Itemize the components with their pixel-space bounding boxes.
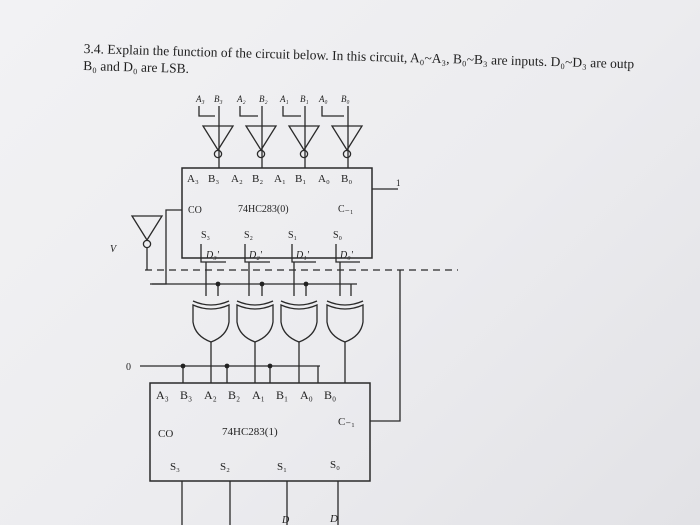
v-inverter [130, 215, 164, 242]
a-input-wires [198, 106, 344, 117]
inverter-0-bubble [342, 149, 352, 159]
d-prime-1: D₁' [295, 250, 310, 261]
top-input-a0: A₀ [318, 94, 328, 104]
adder-0-cin-label: C₋₁ [338, 204, 353, 215]
v-inverter-bubble [142, 239, 152, 249]
adder-0-carry-out-wire [152, 209, 182, 285]
adder-1-cin-label: C₋₁ [338, 416, 355, 428]
adder-1-pin-a2: A₂ [204, 388, 217, 402]
top-input-labels: A₃ B₃ A₂ B₂ A₁ B₁ A₀ B₀ [195, 94, 350, 104]
output-wires [181, 481, 339, 525]
adder-0-pin-a3: A₃ [187, 173, 199, 185]
xor-gate-3 [192, 300, 230, 343]
adder-0-sum-s0: S₀ [333, 230, 343, 241]
xor-gate-0 [326, 300, 364, 343]
d-prime-brackets [200, 244, 360, 263]
top-input-a2: A₂ [236, 94, 246, 104]
adder-1-pin-a0: A₀ [300, 388, 313, 402]
adder-1-pin-b2: B₂ [228, 388, 240, 402]
d-prime-3: D₃' [205, 250, 220, 261]
bottom-output-d0: D [329, 513, 338, 525]
adder-1-box [149, 382, 371, 482]
inverter-0 [330, 125, 364, 152]
adder-1-pin-a1: A₁ [252, 388, 265, 402]
d-prime-0: D₀' [339, 250, 354, 261]
adder-1-sum-s0: S₀ [330, 459, 340, 471]
adder-0-pin-b1: B₁ [295, 173, 306, 185]
adder-0-co-label: CO [188, 205, 202, 216]
adder-0-pin-a2: A₂ [231, 173, 243, 185]
inverter-3-bubble [213, 149, 223, 159]
adder-1-name: 74HC283(1) [222, 426, 278, 438]
b-input-wires [218, 106, 349, 168]
adder-1-pin-b3: B₃ [180, 388, 192, 402]
adder-1-co-label: CO [158, 428, 173, 440]
adder-0-sum-s1: S₁ [288, 230, 297, 241]
adder-1-pin-b0: B₀ [324, 388, 336, 402]
xor-to-adder-1-wires [210, 342, 346, 383]
adder-1-pin-a3: A₃ [156, 388, 169, 402]
top-input-b0: B₀ [341, 94, 350, 104]
inverter-1 [287, 125, 321, 152]
adder-1-cin-wire [370, 270, 401, 422]
adder-0-sum-s2: S₂ [244, 230, 253, 241]
adder-1-pin-labels: A₃ B₃ A₂ B₂ A₁ B₁ A₀ B₀ [156, 388, 336, 402]
junction-dots [180, 281, 309, 369]
adder-1-sum-s2: S₂ [220, 461, 230, 473]
adder-0-pin-labels: A₃ B₃ A₂ B₂ A₁ B₁ A₀ B₀ [187, 173, 352, 185]
top-input-a1: A₁ [279, 94, 289, 104]
inverter-2-bubble [256, 149, 266, 159]
top-input-b2: B₂ [259, 94, 268, 104]
adder-0-sum-s3: S₃ [201, 230, 210, 241]
cin-0-value: 1 [396, 178, 401, 188]
adder-0-name: 74HC283(0) [238, 204, 289, 215]
adder-0-pin-a1: A₁ [274, 173, 286, 185]
zero-input-label: 0 [126, 362, 131, 373]
top-input-b3: B₃ [214, 94, 223, 104]
adder-1-sum-s3: S₃ [170, 461, 180, 473]
inverter-1-bubble [299, 149, 309, 159]
xor-gate-1 [280, 300, 318, 343]
inverter-row [201, 125, 364, 159]
adder-0-pin-b3: B₃ [208, 173, 219, 185]
inverter-2 [244, 125, 278, 152]
adder-0-box [181, 167, 373, 259]
xor-gate-2 [236, 300, 274, 343]
adder-1-sum-s1: S₁ [277, 461, 287, 473]
top-input-b1: B₁ [300, 94, 309, 104]
sum-to-xor-wires [205, 262, 341, 296]
zero-input-wires [140, 365, 320, 383]
bottom-output-d1: D [281, 515, 290, 525]
xor-gate-row [192, 300, 364, 343]
adder-0-pin-a0: A₀ [318, 173, 330, 185]
inverter-3 [201, 125, 235, 152]
adder-0-pin-b0: B₀ [341, 173, 352, 185]
v-label: V [110, 244, 118, 255]
adder-1-pin-b1: B₁ [276, 388, 288, 402]
d-prime-2: D₂' [248, 250, 263, 261]
top-input-a3: A₃ [195, 94, 205, 104]
v-to-xor-wires [150, 283, 357, 296]
adder-0-pin-b2: B₂ [252, 173, 263, 185]
